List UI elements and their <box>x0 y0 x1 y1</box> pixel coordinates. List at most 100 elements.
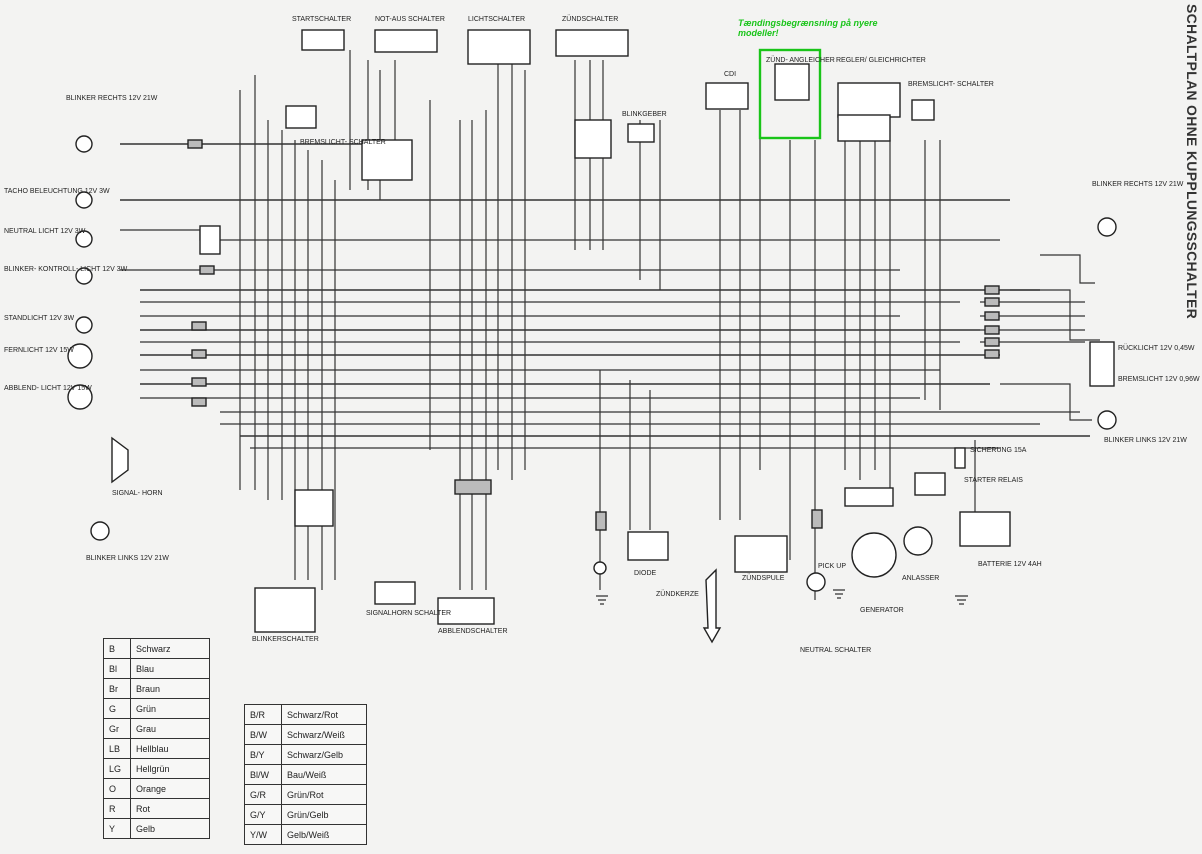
legend-code: G/R <box>244 784 282 805</box>
label-standlicht: STANDLICHT 12V 3W <box>4 315 75 322</box>
legend-code: Gr <box>103 718 131 739</box>
highlight-box <box>758 48 822 140</box>
legend-code: B/W <box>244 724 282 745</box>
legend-color: Grau <box>130 718 210 739</box>
label-startschalter: STARTSCHALTER <box>292 16 351 23</box>
label-neutral-schalter: NEUTRAL SCHALTER <box>800 647 871 654</box>
legend-color: Schwarz/Gelb <box>281 744 367 765</box>
lamp-symbols <box>67 135 1117 592</box>
label-blinker-kontroll: BLINKER- KONTROLL- LICHT 12V 3W <box>4 266 128 273</box>
label-lichtschalter: LICHTSCHALTER <box>468 16 525 23</box>
legend-code: G/Y <box>244 804 282 825</box>
legend-code: Bl/W <box>244 764 282 785</box>
label-blinker-rechts-vorne: BLINKER RECHTS 12V 21W <box>66 95 158 102</box>
legend-color: Grün <box>130 698 210 719</box>
highlight-annotation: Tændingsbegrænsning på nyere modeller! <box>738 18 878 38</box>
legend-code: LG <box>103 758 131 779</box>
diagram-title: SCHALTPLAN OHNE KUPPLUNGSSCHALTER <box>1184 4 1200 320</box>
label-blinkerschalter: BLINKERSCHALTER <box>252 636 319 643</box>
label-starter-relais: STARTER RELAIS <box>964 477 1023 484</box>
label-ruecklicht: RÜCKLICHT 12V 0,45W <box>1118 344 1195 352</box>
legend-color: Blau <box>130 658 210 679</box>
label-blinker-links-hinten: BLINKER LINKS 12V 21W <box>1104 437 1187 444</box>
label-bremslicht-hinten: BREMSLICHT- SCHALTER <box>908 81 994 88</box>
label-batterie: BATTERIE 12V 4AH <box>978 561 1042 568</box>
legend-code: R <box>103 798 131 819</box>
label-notaus: NOT-AUS SCHALTER <box>375 16 445 23</box>
label-bremslicht-vorne: BREMSLICHT- SCHALTER <box>300 139 386 146</box>
label-fernlicht: FERNLICHT 12V 15W <box>4 347 74 354</box>
legend-color: Hellgrün <box>130 758 210 779</box>
label-blinker-rechts-hinten: BLINKER RECHTS 12V 21W <box>1092 181 1184 188</box>
label-diode: DIODE <box>634 570 657 577</box>
legend-code: LB <box>103 738 131 759</box>
label-signalhorn: SIGNAL- HORN <box>112 490 163 497</box>
label-cdi: CDI <box>724 71 736 78</box>
legend-code: Y <box>103 818 131 839</box>
legend-code: Bl <box>103 658 131 679</box>
legend-color: Rot <box>130 798 210 819</box>
connector-symbols <box>187 139 1000 644</box>
label-zuendkerze: ZÜNDKERZE <box>656 590 699 598</box>
label-anlasser: ANLASSER <box>902 575 939 582</box>
legend-color: Braun <box>130 678 210 699</box>
label-zuendschalter: ZÜNDSCHALTER <box>562 15 618 23</box>
legend-color: Orange <box>130 778 210 799</box>
legend-code: Y/W <box>244 824 282 845</box>
legend-color: Grün/Gelb <box>281 804 367 825</box>
label-sicherung: SICHERUNG 15A <box>970 447 1027 454</box>
label-zuendangleicher: ZÜND- ANGLEICHER <box>766 56 835 64</box>
label-abblendlicht: ABBLEND- LICHT 12V 15W <box>4 385 92 392</box>
legend-color: Gelb/Weiß <box>281 824 367 845</box>
legend-code: O <box>103 778 131 799</box>
legend-color: Schwarz/Rot <box>281 704 367 725</box>
label-pickup: PICK UP <box>818 563 846 570</box>
label-blinker-links-vorne: BLINKER LINKS 12V 21W <box>86 555 169 562</box>
wire-harness <box>120 50 1100 605</box>
label-zuendspule: ZÜNDSPULE <box>742 574 785 582</box>
legend-code: B <box>103 638 131 659</box>
label-abblendschalter: ABBLENDSCHALTER <box>438 628 508 635</box>
legend-code: Br <box>103 678 131 699</box>
label-generator: GENERATOR <box>860 607 904 614</box>
component-labels: STARTSCHALTER NOT-AUS SCHALTER LICHTSCHA… <box>4 15 1200 654</box>
legend-color: Hellblau <box>130 738 210 759</box>
legend-color: Schwarz <box>130 638 210 659</box>
legend-color: Bau/Weiß <box>281 764 367 785</box>
legend-code: B/R <box>244 704 282 725</box>
legend-color: Schwarz/Weiß <box>281 724 367 745</box>
legend-color: Gelb <box>130 818 210 839</box>
label-tacho: TACHO BELEUCHTUNG 12V 3W <box>4 188 110 195</box>
legend-color: Grün/Rot <box>281 784 367 805</box>
label-regler: REGLER/ GLEICHRICHTER <box>836 57 926 64</box>
switch-boxes <box>199 29 1115 633</box>
legend-code: G <box>103 698 131 719</box>
label-signalhorn-schalter: SIGNALHORN SCHALTER <box>366 610 451 617</box>
label-neutral-licht: NEUTRAL LICHT 12V 3W <box>4 228 86 235</box>
legend-code: B/Y <box>244 744 282 765</box>
label-blinkgeber: BLINKGEBER <box>622 111 667 118</box>
label-bremslicht: BREMSLICHT 12V 0,96W <box>1118 376 1200 383</box>
